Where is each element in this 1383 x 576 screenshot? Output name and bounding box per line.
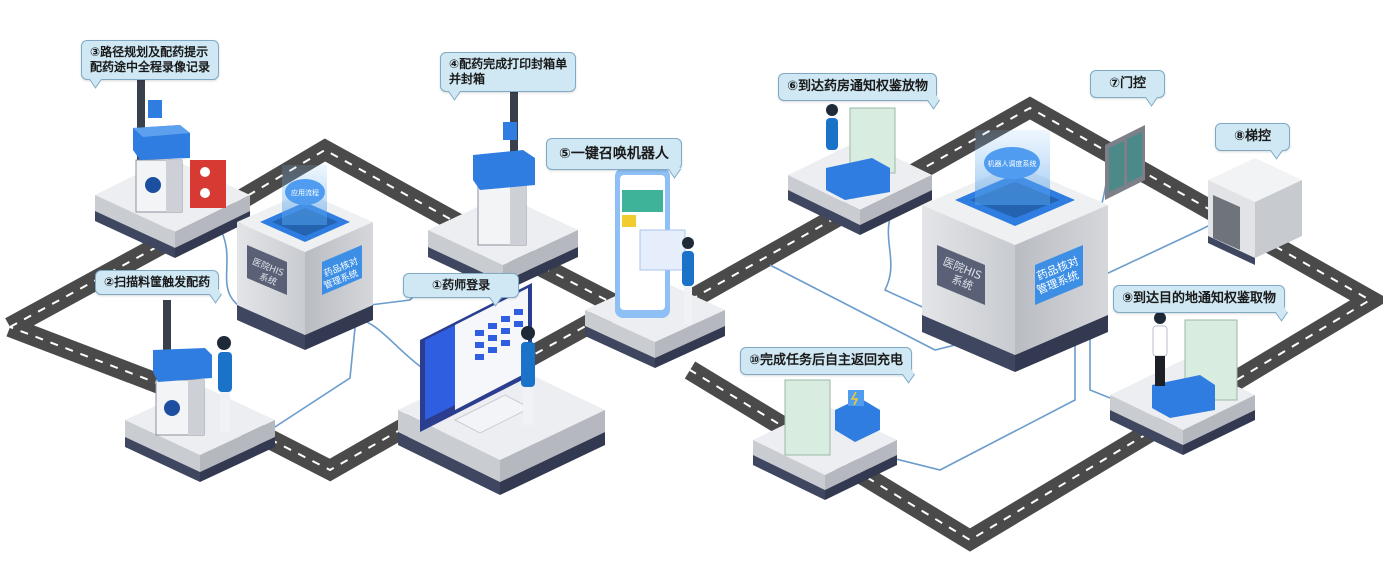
smartphone-summon-app [615,168,686,318]
step-7-label: ⑦门控 [1109,76,1147,91]
callout-step-1: ①药师登录 [403,273,520,298]
step-2-label: ②扫描料筐触发配药 [104,275,211,289]
pharmacist-figure-station-1 [521,326,535,425]
dispensing-cart-station-4 [473,90,535,246]
right-server-cloud-label: 机器人调度系统 [988,159,1037,168]
right-server [922,130,1108,372]
step-5-label: ⑤一键召唤机器人 [559,146,669,162]
access-door-icon [1105,125,1145,200]
charging-station-icon [835,390,880,442]
callout-step-8: ⑧梯控 [1215,123,1291,151]
pharmacist-figure-station-6 [826,104,838,150]
step-6-label: ⑥到达药房通知权鉴放物 [787,79,929,94]
step-9-label: ⑨到达目的地通知权鉴取物 [1122,291,1277,306]
callout-step-7: ⑦门控 [1090,70,1166,98]
left-server-cloud-label: 应用流程 [291,188,319,197]
delivery-robot-station-9 [1152,319,1238,418]
step-10-label: ⑩完成任务后自主返回充电 [749,353,904,368]
callout-step-9: ⑨到达目的地通知权鉴取物 [1113,285,1286,313]
delivery-robot-station-6 [826,107,896,200]
callout-step-6: ⑥到达药房通知权鉴放物 [778,73,938,101]
step-4-label-line2: 并封箱 [449,72,486,86]
callout-step-10: ⑩完成任务后自主返回充电 [740,347,913,375]
delivery-robot-charging [784,379,831,456]
step-1-label: ①药师登录 [432,278,491,292]
medical-kit-icon [190,160,226,208]
callout-step-5: ⑤一键召唤机器人 [546,138,682,170]
step-4-label-line1: ④配药完成打印封箱单 [449,57,568,71]
elevator-cube-icon [1208,158,1302,265]
left-server [237,165,373,350]
dispensing-cart-station-2 [153,300,212,436]
step-3-label-line1: ③路径规划及配药提示 [90,45,209,59]
callout-step-4: ④配药完成打印封箱单 并封箱 [440,52,577,92]
dispensing-cart-station-3 [133,80,190,213]
pharmacist-figure-station-2 [217,336,232,432]
doctor-figure-station-9 [1152,312,1168,386]
pharmacist-figure-station-5 [682,237,694,324]
callout-step-2: ②扫描料筐触发配药 [95,270,220,295]
pharmacist-login-monitor [420,283,532,434]
callout-step-3: ③路径规划及配药提示 配药途中全程录像记录 [81,40,220,80]
step-3-label-line2: 配药途中全程录像记录 [90,60,211,74]
step-8-label: ⑧梯控 [1234,129,1272,144]
